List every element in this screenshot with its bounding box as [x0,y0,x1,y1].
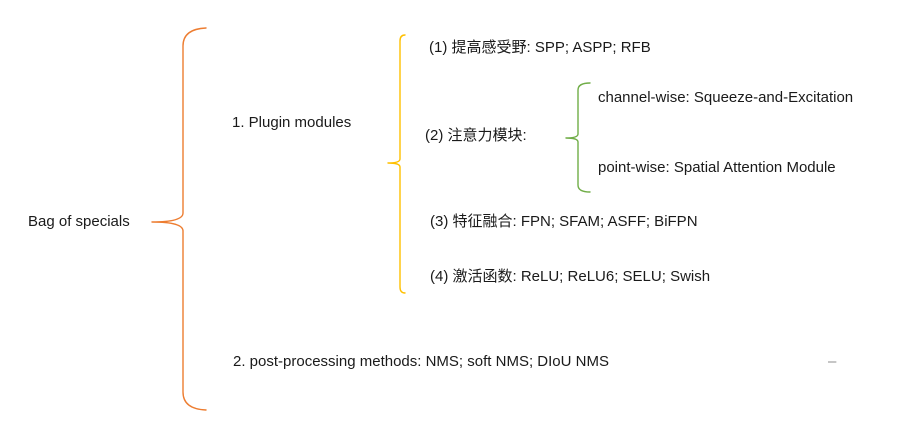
root-brace [151,27,207,411]
stray-dash-mark: – [828,353,837,370]
attention-module-brace [565,82,591,193]
plugin-item-2-attention-module-label: (2) 注意力模块: [425,127,527,144]
attention-channel-wise-label: channel-wise: Squeeze-and-Excitation [598,89,854,106]
root-label: Bag of specials [28,213,130,230]
branch-post-processing-label: 2. post-processing methods: NMS; soft NM… [233,353,609,370]
plugin-item-3-feature-fusion-label: (3) 特征融合: FPN; SFAM; ASFF; BiFPN [430,213,698,230]
plugin-modules-brace [387,34,406,294]
plugin-item-1-receptive-field-label: (1) 提高感受野: SPP; ASPP; RFB [429,39,651,56]
plugin-item-4-activation-label: (4) 激活函数: ReLU; ReLU6; SELU; Swish [430,268,711,285]
attention-point-wise-label: point-wise: Spatial Attention Module [598,159,836,176]
branch-plugin-modules-label: 1. Plugin modules [232,114,352,131]
